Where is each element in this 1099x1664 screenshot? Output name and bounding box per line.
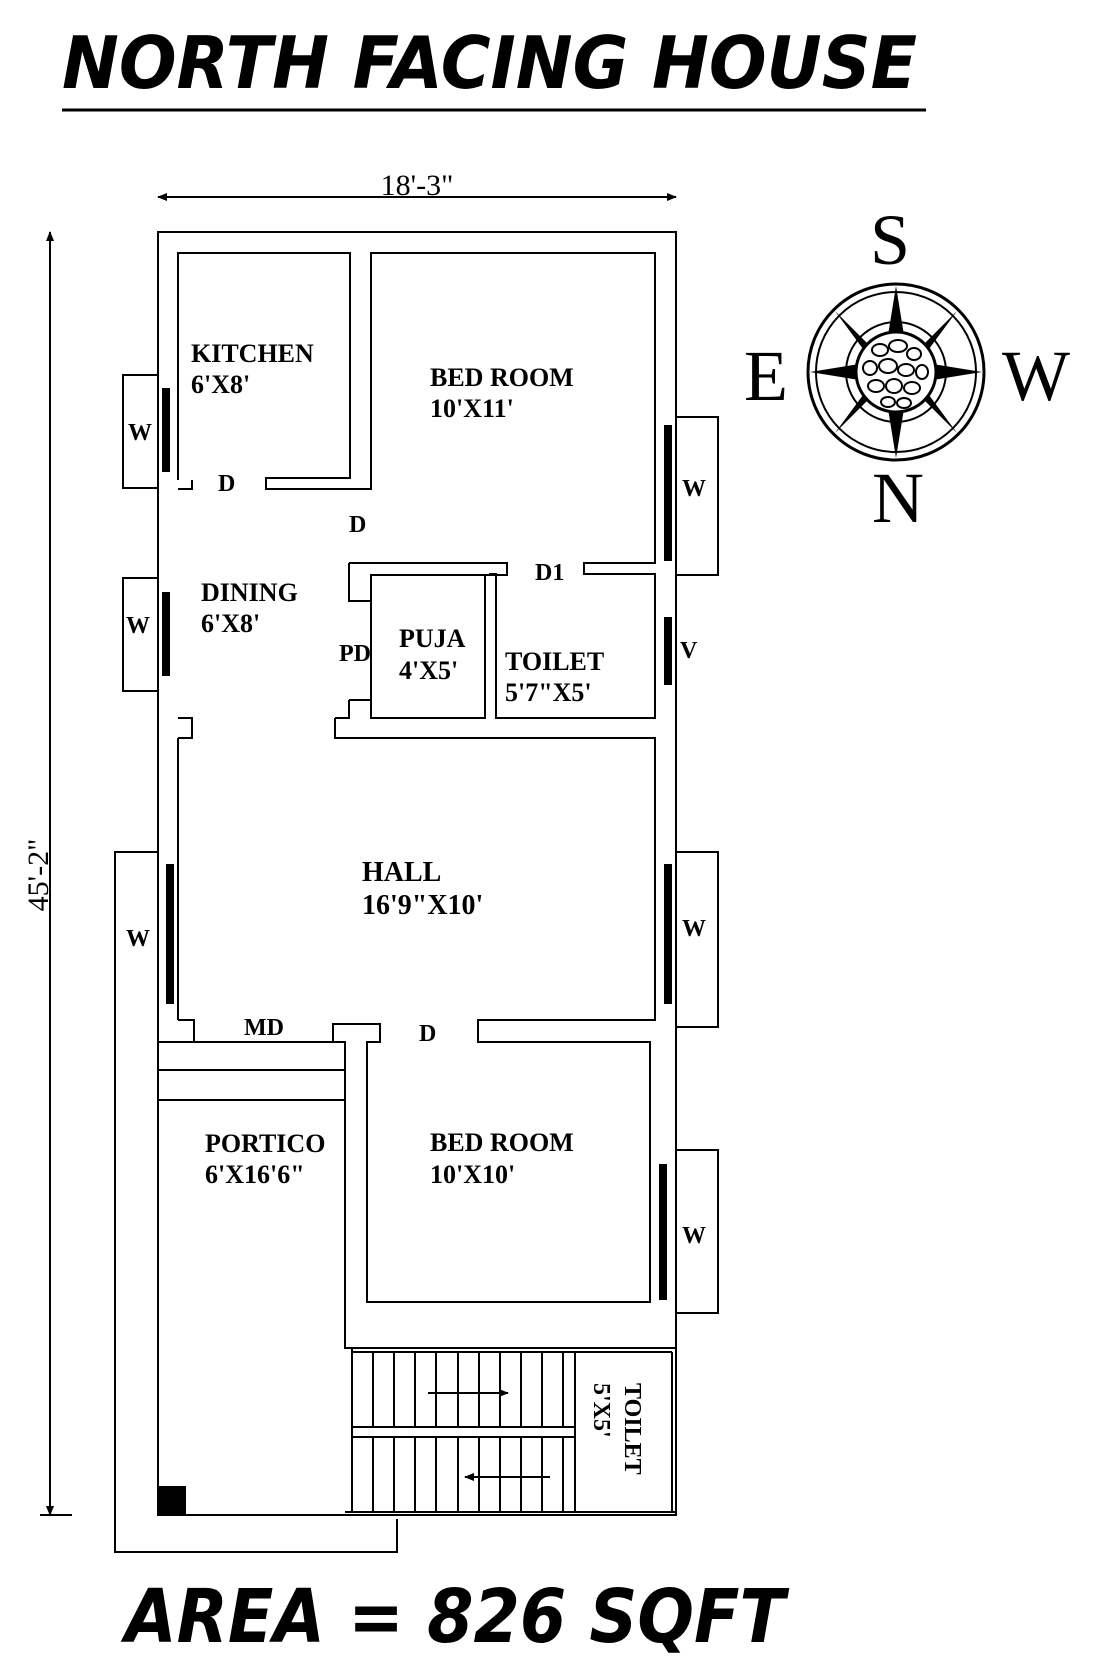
- room-bedroom-1: BED ROOM 10'X11': [430, 363, 574, 423]
- main-door-label: MD: [244, 1015, 284, 1041]
- door1-label: D1: [535, 560, 564, 586]
- room-kitchen: KITCHEN 6'X8': [191, 339, 314, 399]
- room-name: HALL: [362, 857, 441, 888]
- room-name: PORTICO: [205, 1129, 325, 1158]
- puja-door-label: PD: [339, 641, 371, 667]
- compass-left-label: E: [744, 336, 788, 416]
- window-label: W: [682, 476, 706, 502]
- window-label: W: [126, 613, 150, 639]
- room-size: 16'9"X10': [362, 890, 483, 921]
- windows: [122, 374, 719, 1314]
- room-dining: DINING 6'X8': [201, 578, 298, 638]
- room-size: 10'X11': [430, 394, 514, 423]
- room-name: BED ROOM: [430, 1128, 574, 1157]
- ventilator-label: V: [680, 638, 698, 664]
- window-label: W: [682, 1223, 706, 1249]
- door-label: D: [349, 512, 366, 538]
- compass-right-label: W: [1002, 336, 1070, 416]
- room-size: 4'X5': [399, 656, 458, 685]
- width-label: 18'-3": [381, 169, 454, 202]
- column-block: [158, 1486, 186, 1514]
- door-label: D: [419, 1021, 436, 1047]
- room-size: 5'7"X5': [505, 678, 592, 707]
- window-glass: [162, 388, 672, 1300]
- area-caption: AREA = 826 SQFT: [120, 1574, 789, 1660]
- window-label: W: [682, 916, 706, 942]
- room-puja: PUJA 4'X5': [399, 624, 466, 685]
- width-dimension: 18'-3": [157, 169, 677, 202]
- room-toilet-1: TOILET 5'7"X5': [505, 647, 604, 707]
- room-toilet-2: TOILET 5'X5': [588, 1383, 645, 1475]
- room-name: KITCHEN: [191, 339, 314, 368]
- room-name: BED ROOM: [430, 363, 574, 392]
- openings: D D D1 PD V MD D W W W W W W: [126, 420, 706, 1249]
- staircase: [352, 1352, 575, 1512]
- room-portico: PORTICO 6'X16'6": [205, 1129, 325, 1189]
- room-size: 5'X5': [588, 1383, 614, 1438]
- compass: S E W N: [744, 200, 1070, 538]
- page-title: NORTH FACING HOUSE: [62, 21, 917, 105]
- room-bedroom-2: BED ROOM 10'X10': [430, 1128, 574, 1189]
- room-hall: HALL 16'9"X10': [362, 857, 483, 921]
- walls: [114, 231, 677, 1553]
- room-name: TOILET: [505, 647, 604, 676]
- room-size: 10'X10': [430, 1160, 515, 1189]
- compass-top-label: S: [870, 200, 910, 280]
- room-size: 6'X8': [201, 609, 260, 638]
- room-name: DINING: [201, 578, 298, 607]
- room-size: 6'X8': [191, 370, 250, 399]
- depth-dimension: 45'-2": [22, 231, 72, 1516]
- window-label: W: [126, 926, 150, 952]
- room-size: 6'X16'6": [205, 1160, 305, 1189]
- window-label: W: [128, 420, 152, 446]
- depth-label: 45'-2": [22, 839, 55, 912]
- compass-bottom-label: N: [872, 458, 924, 538]
- door-label: D: [218, 471, 235, 497]
- room-name: PUJA: [399, 624, 466, 653]
- room-name: TOILET: [619, 1383, 645, 1475]
